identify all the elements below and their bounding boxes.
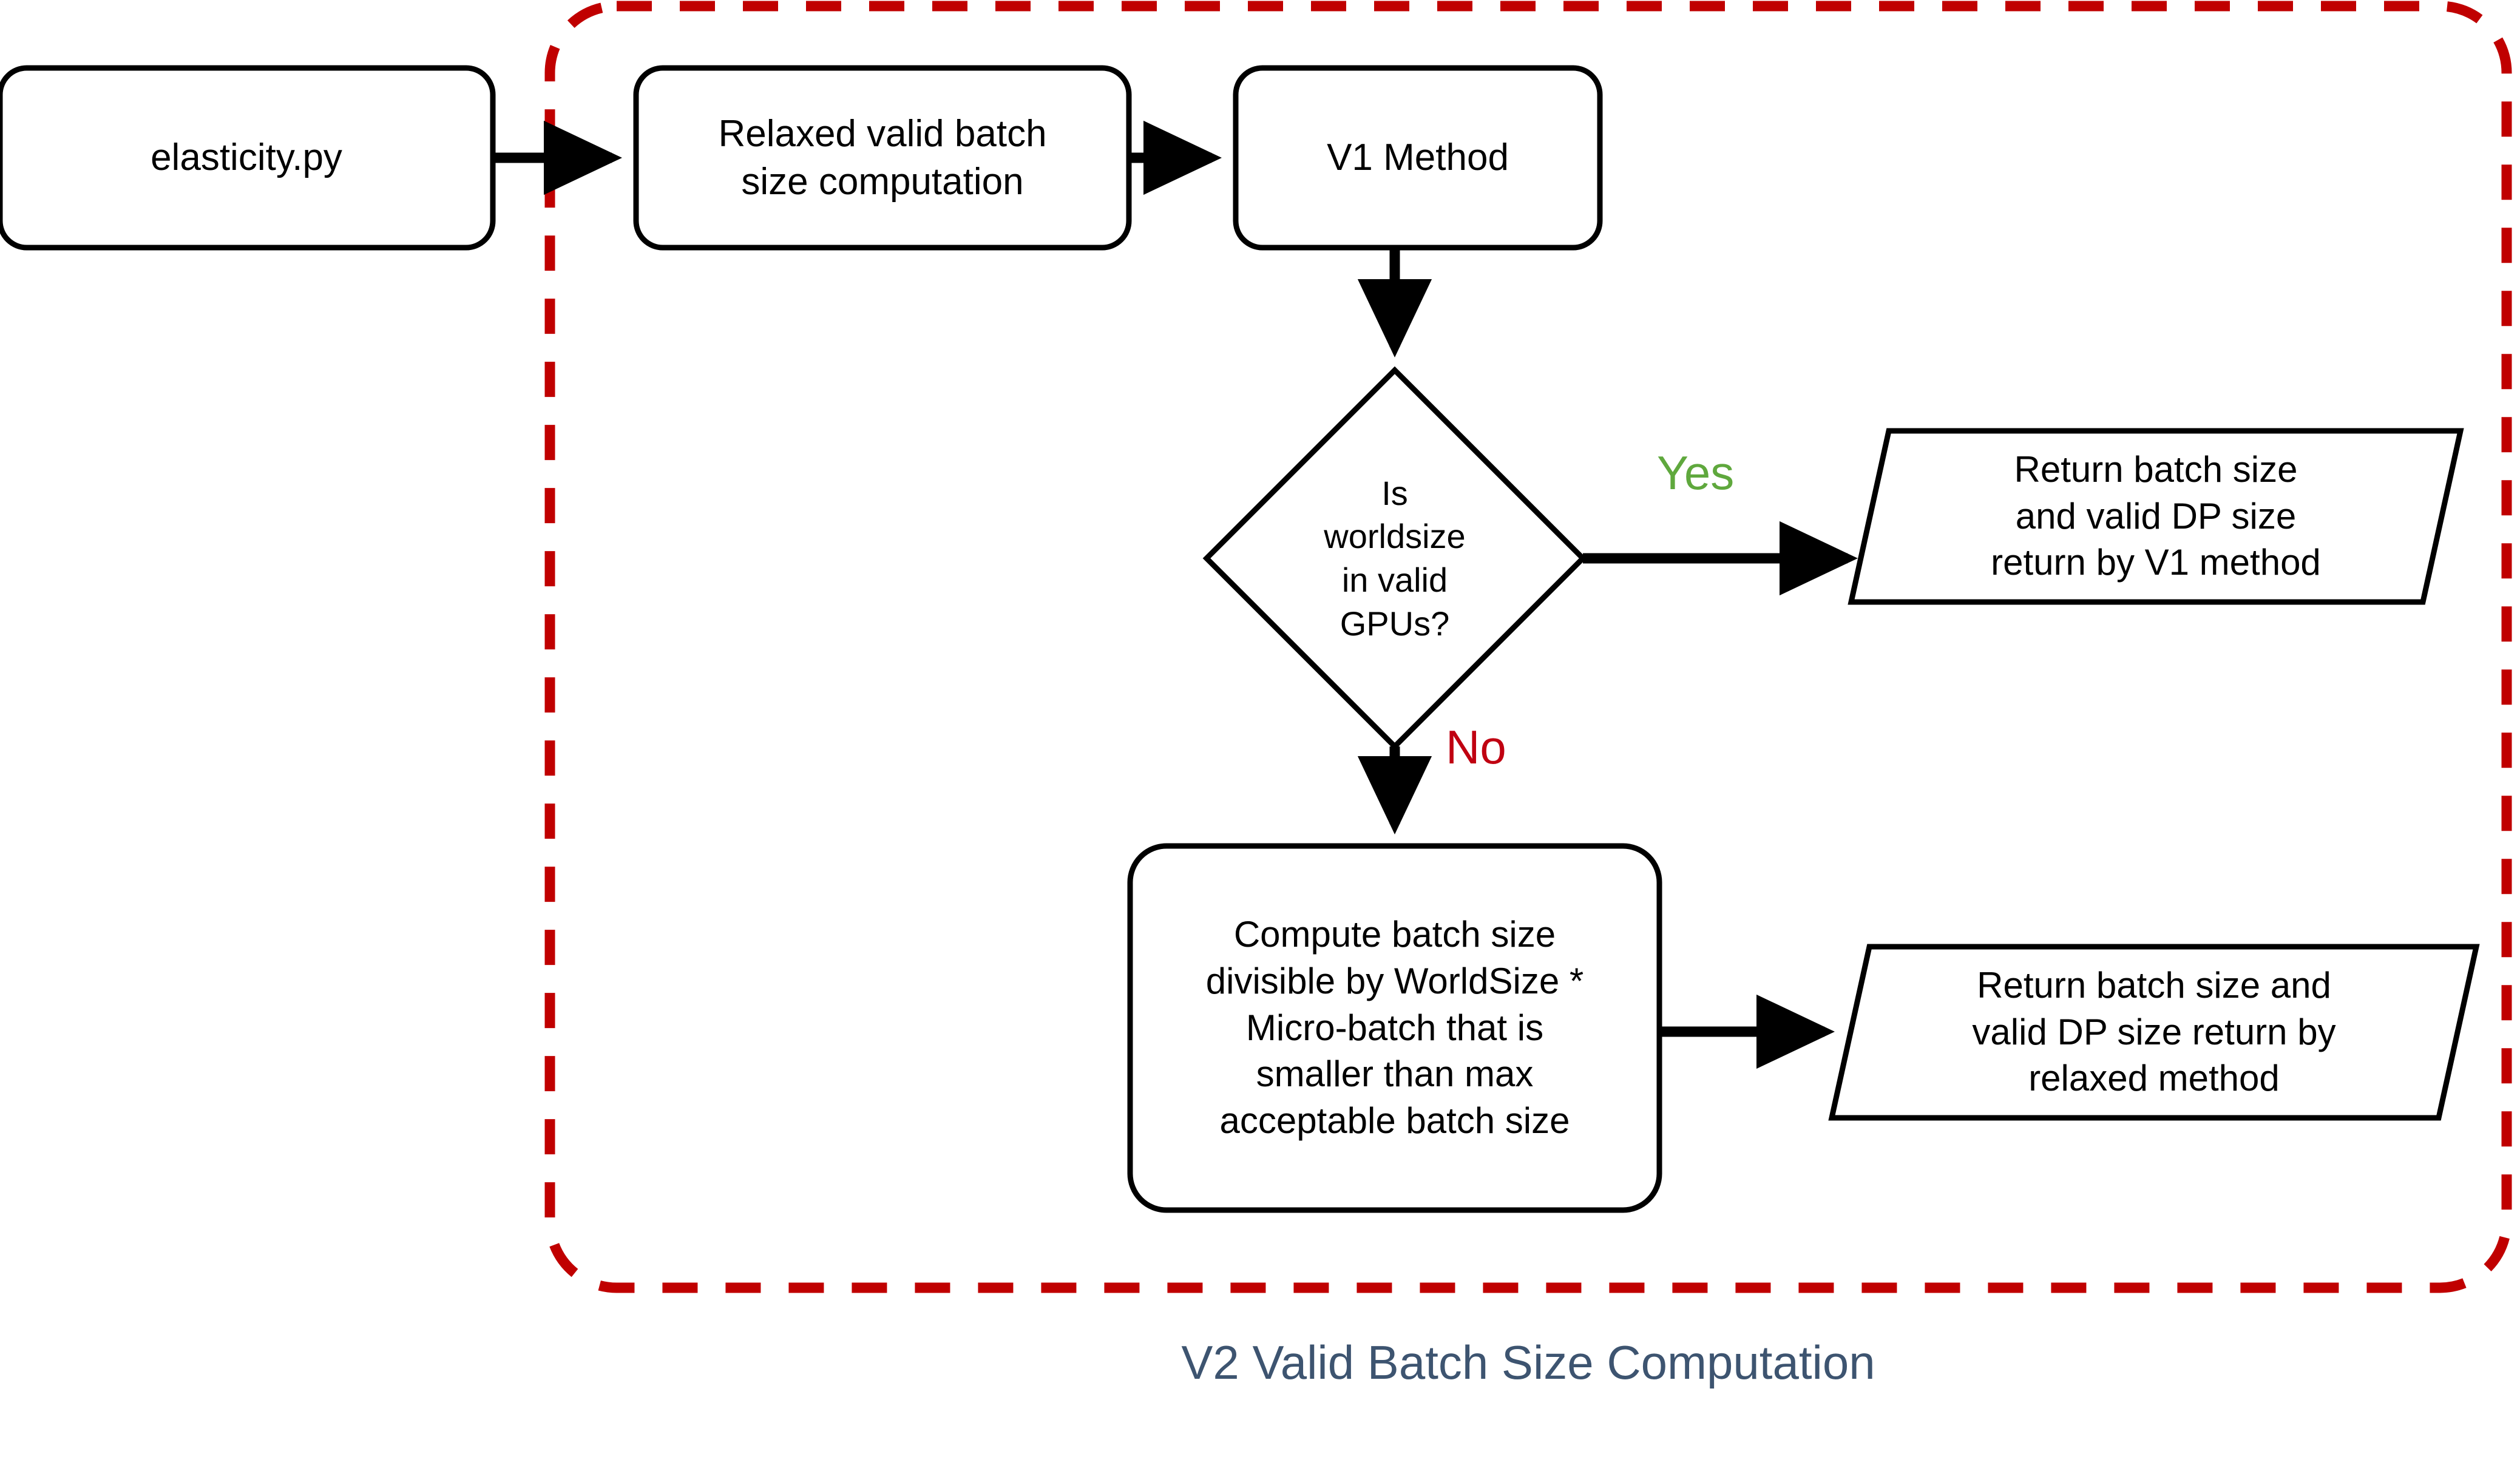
- node-return-relaxed-shape[interactable]: [1828, 944, 2480, 1121]
- node-elasticity-shape[interactable]: [0, 65, 496, 251]
- node-return-v1-shape[interactable]: [1848, 428, 2464, 605]
- node-worldsize-decision-shape[interactable]: [1202, 366, 1587, 751]
- node-compute-batch-size-shape[interactable]: [1127, 843, 1662, 1213]
- v2-group-caption: V2 Valid Batch Size Computation: [1181, 1336, 1875, 1389]
- v2-group-boundary: [544, 1, 2512, 1293]
- edge-label-no: No: [1446, 720, 1506, 774]
- node-v1-method-shape[interactable]: [1233, 65, 1603, 251]
- edge-label-yes: Yes: [1657, 446, 1735, 499]
- node-relaxed-computation-shape[interactable]: [633, 65, 1132, 251]
